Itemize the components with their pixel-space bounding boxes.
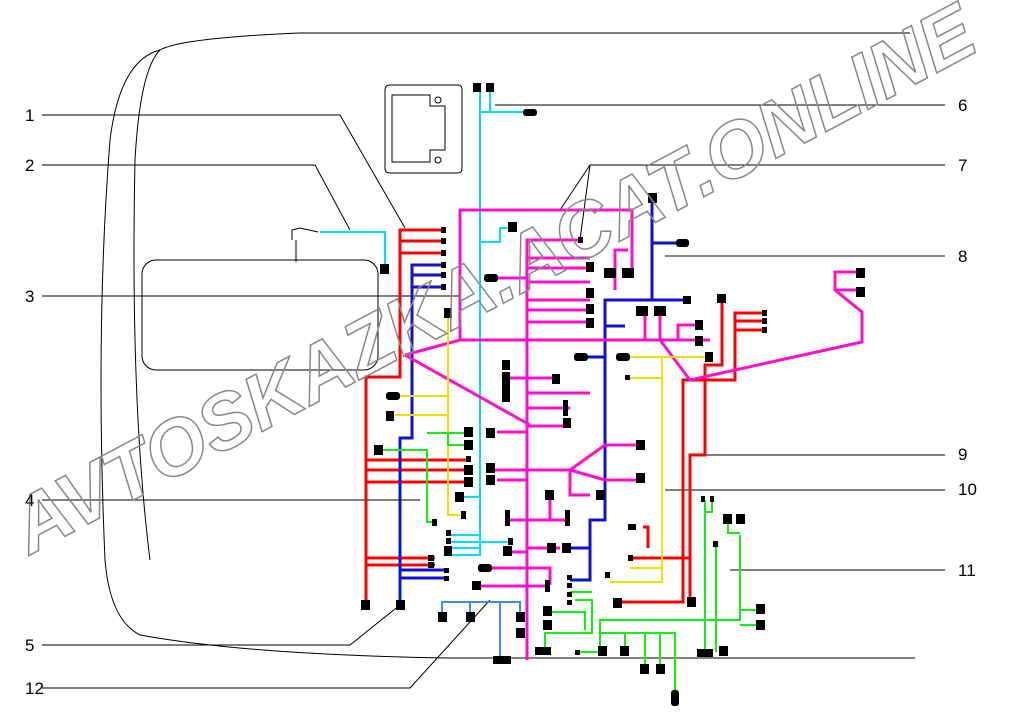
wire-harness-magenta [404, 208, 864, 660]
leader-lines [42, 104, 945, 689]
wire-harness-cyan [320, 90, 525, 556]
callout-7: 7 [958, 156, 968, 175]
callout-5: 5 [25, 636, 35, 655]
vehicle-outline [100, 32, 915, 659]
wire-harness-yellow [395, 315, 710, 583]
callout-1: 1 [25, 106, 35, 125]
callout-12: 12 [25, 679, 44, 698]
callout-11: 11 [958, 561, 976, 580]
callout-2: 2 [25, 156, 35, 175]
wire-harness-blue [398, 200, 685, 605]
callout-10: 10 [958, 480, 977, 499]
callout-4: 4 [25, 491, 35, 510]
callout-3: 3 [25, 287, 35, 306]
wire-harness-light-blue [441, 601, 521, 660]
connectors [361, 83, 865, 706]
callout-6: 6 [958, 96, 968, 115]
watermark: AVTOSKAZKA.ACAT.ONLINE [0, 0, 992, 572]
wire-harness-green [378, 432, 760, 690]
callout-9: 9 [958, 445, 968, 464]
callout-8: 8 [958, 247, 968, 266]
